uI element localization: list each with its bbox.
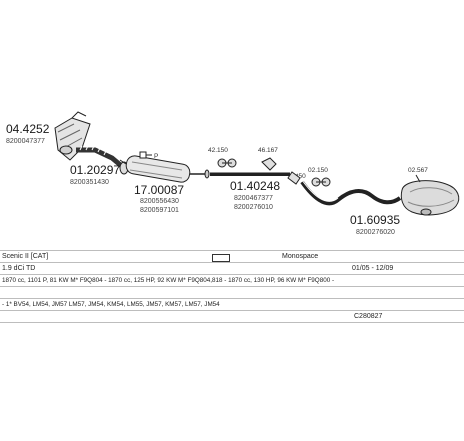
front-pipe-drawing [76, 145, 129, 175]
info-row-ref: C280827 [0, 310, 464, 323]
engine-specs: 1870 cc, 1101 P, 81 KW M* F9Q804 - 1870 … [2, 277, 335, 284]
small-part-42-150: 42.150 [208, 147, 228, 154]
oe-number-8200047377: 8200047377 [6, 138, 45, 145]
manifold-drawing [54, 111, 91, 161]
fitting-drawing [287, 171, 301, 185]
small-part-02-150: 02.150 [308, 167, 328, 174]
oe-number-8200276020: 8200276020 [356, 229, 395, 236]
info-row-specs: 1870 cc, 1101 P, 81 KW M* F9Q804 - 1870 … [0, 274, 464, 287]
info-row-engine: 1.9 dCi TD 01/05 - 12/09 [0, 262, 464, 275]
info-bottom-border [0, 322, 464, 323]
rubber-mount-drawing [217, 158, 237, 168]
label-p: P [154, 153, 158, 160]
info-row-codes: - 1* BV54, LM54, JM57 LM57, JM54, KM54, … [0, 298, 464, 311]
oe-number-8200467377: 8200467377 [234, 195, 273, 202]
engine: 1.9 dCi TD [2, 265, 36, 272]
info-row-model: Scenic II [CAT] Monospace [0, 250, 464, 263]
vehicle-model: Scenic II [CAT] [2, 253, 49, 260]
small-part-50: *50 [296, 173, 306, 180]
part-number-01-60935: 01.60935 [350, 213, 400, 227]
oe-number-8200556430: 8200556430 [140, 198, 179, 205]
production-period: 01/05 - 12/09 [352, 265, 394, 272]
catalyst-drawing [119, 151, 191, 183]
small-part-46-167: 46.167 [258, 147, 278, 154]
part-number-17-00087: 17.00087 [134, 183, 184, 197]
clamp-drawing [261, 157, 277, 171]
mount-drawing [311, 177, 331, 187]
oe-number-8200351430: 8200351430 [70, 179, 109, 186]
reference-code: C280827 [354, 313, 383, 320]
small-part-02-567: 02.567 [408, 167, 428, 174]
oe-number-8200276010: 8200276010 [234, 204, 273, 211]
gearbox-codes: - 1* BV54, LM54, JM57 LM57, JM54, KM54, … [2, 301, 220, 308]
part-number-01-20297: 01.20297 [70, 163, 120, 177]
exhaust-system-diagram: 04.4252 8200047377 01.20297 8200351430 P… [6, 111, 460, 236]
part-number-04-4252: 04.4252 [6, 122, 50, 136]
oe-number-8200597101: 8200597101 [140, 207, 179, 214]
middle-pipe-drawing [210, 171, 290, 176]
rear-silencer-drawing [400, 180, 460, 216]
rear-pipe-drawing [300, 179, 402, 206]
body-type: Monospace [282, 253, 319, 260]
car-icon [212, 254, 230, 262]
part-number-01-40248: 01.40248 [230, 179, 280, 193]
clamp-connector [190, 169, 210, 179]
info-row-blank [0, 286, 464, 299]
